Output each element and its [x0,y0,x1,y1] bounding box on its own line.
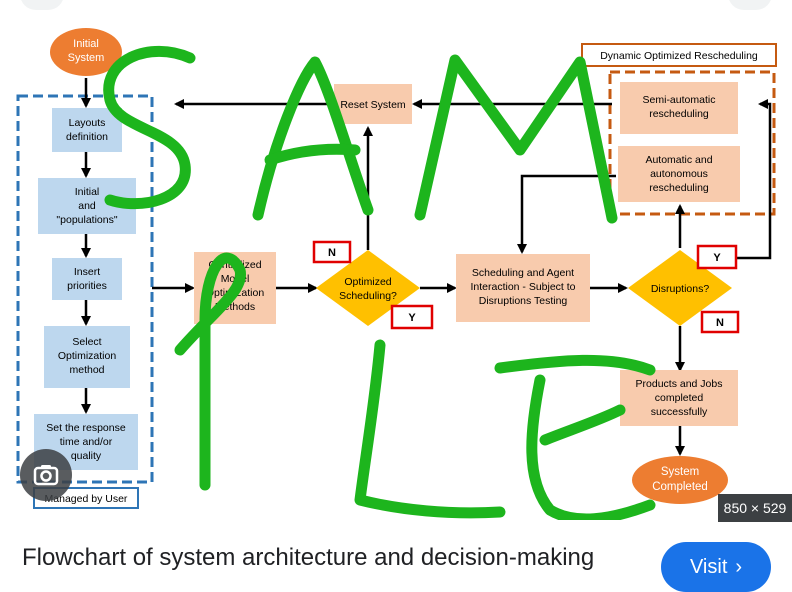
select-method-label-1: Select [72,336,101,348]
semi-automatic-label-2: rescheduling [649,108,709,120]
layouts-definition-box [52,108,122,152]
semi-automatic-label-1: Semi-automatic [643,94,716,106]
lens-button[interactable] [20,449,72,501]
automatic-label-2: autonomous [650,168,708,180]
products-jobs-label-2: completed [655,392,704,404]
scheduling-agent-label-2: Interaction - Subject to [470,281,575,293]
set-response-label-2: time and/or [60,436,113,448]
automatic-label-1: Automatic and [645,154,712,166]
products-jobs-label-3: successfully [651,406,708,418]
products-jobs-box [620,370,738,426]
semi-automatic-box [620,82,738,134]
system-completed-label-2: Completed [652,481,708,493]
select-method-label-2: Optimization [58,350,117,362]
lens-icon [33,465,59,486]
dynamic-title-label: Dynamic Optimized Rescheduling [600,50,758,62]
system-completed-oval [632,456,728,504]
top-control-right[interactable] [728,0,772,10]
dis-n-label-box [700,310,740,334]
image-caption[interactable]: Flowchart of system architecture and dec… [22,544,595,571]
chevron-right-icon: › [735,555,743,578]
products-jobs-label-1: Products and Jobs [636,378,723,390]
insert-priorities-box [52,258,122,300]
visit-button[interactable]: Visit › [661,542,771,592]
optimized-scheduling-label-1: Optimized [344,276,391,288]
opt-n-label: N [328,247,336,259]
disruptions-label: Disruptions? [651,283,710,295]
sample-watermark [103,45,656,520]
dis-n-label: N [716,317,724,329]
initial-populations-label-3: "populations" [56,214,117,226]
initial-system-label-1: Initial [73,38,99,50]
layouts-definition-label-1: Layouts [69,117,106,129]
visit-button-label: Visit [689,555,728,578]
system-completed-label-1: System [661,466,699,478]
insert-priorities-label-2: priorities [67,280,107,292]
select-method-label-3: method [69,364,104,376]
managed-by-user-label: Managed by User [45,493,128,505]
opt-y-label-box [390,304,434,330]
scheduling-agent-box [456,254,590,322]
reset-system-label: Reset System [340,99,406,111]
layouts-definition-label-2: definition [66,131,108,143]
set-response-label-1: Set the response [46,422,126,434]
opt-y-label: Y [408,312,416,324]
reset-system-box [334,84,412,124]
optimized-scheduling-label-2: Scheduling? [339,290,397,302]
dis-y-label-box [696,244,738,270]
initial-system-label-2: System [68,52,105,64]
set-response-label-3: quality [71,450,102,462]
scheduling-agent-label-3: Disruptions Testing [479,295,568,307]
scheduling-agent-label-1: Scheduling and Agent [472,267,574,279]
insert-priorities-label-1: Insert [74,266,100,278]
dis-y-label: Y [713,252,721,264]
dynamic-title-box [581,43,777,67]
flowchart-image: Initial System Layouts definition Initia… [16,28,777,520]
select-method-box [44,326,130,388]
automatic-box [618,146,740,202]
initial-populations-label-1: Initial [75,186,100,198]
top-control-left[interactable] [20,0,64,10]
initial-populations-label-2: and [78,200,96,212]
image-dimensions-badge: 850 × 529 [718,494,792,522]
initial-system-oval [50,28,122,76]
automatic-label-3: rescheduling [649,182,709,194]
opt-n-label-box [312,240,352,264]
dynamic-rescheduling-group [608,70,776,216]
